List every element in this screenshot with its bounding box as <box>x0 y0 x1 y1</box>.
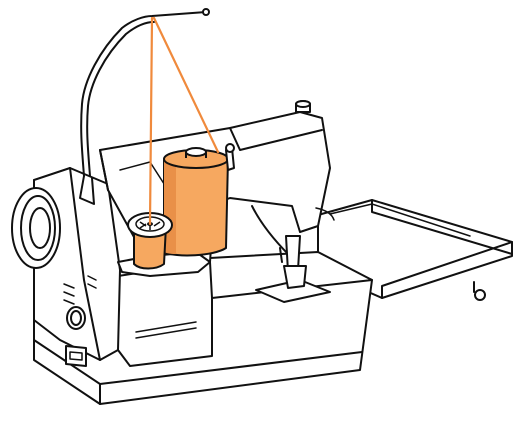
thread-guide-rod <box>79 8 210 205</box>
extension-table <box>317 199 513 301</box>
large-thread-cone <box>163 147 229 257</box>
thread-line <box>148 16 220 226</box>
handwheel <box>11 187 61 269</box>
power-socket <box>65 345 87 367</box>
stitch-dial <box>66 306 86 330</box>
presser-foot <box>279 235 307 289</box>
thread-guide-post <box>225 143 235 171</box>
